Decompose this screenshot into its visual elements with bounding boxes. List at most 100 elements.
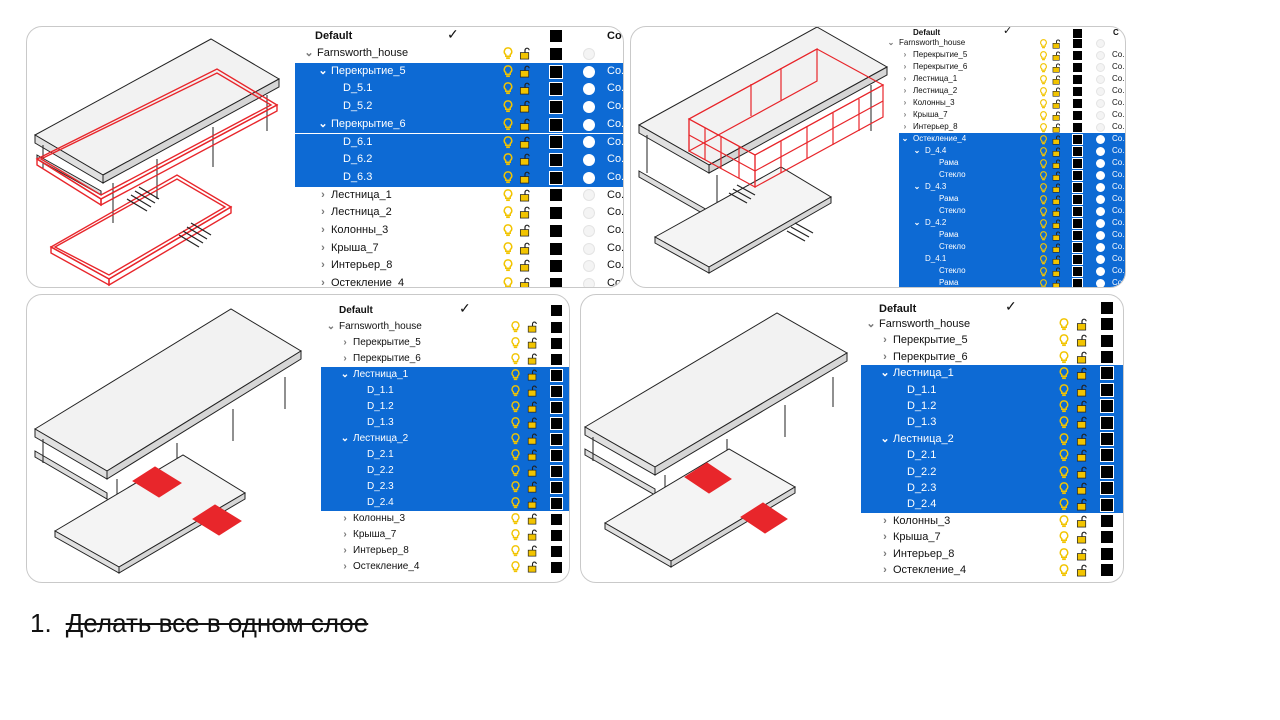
material-dot[interactable]: [1096, 278, 1105, 287]
material-dot[interactable]: [583, 118, 595, 131]
color-swatch[interactable]: [1101, 350, 1113, 363]
color-swatch[interactable]: [1072, 253, 1083, 265]
padlock-icon[interactable]: [519, 259, 531, 272]
lightbulb-icon[interactable]: [1039, 207, 1048, 217]
color-swatch[interactable]: [1072, 205, 1083, 217]
material-dot[interactable]: [583, 207, 595, 220]
color-swatch[interactable]: [1072, 193, 1083, 205]
lightbulb-icon[interactable]: [1058, 334, 1070, 347]
color-swatch[interactable]: [550, 47, 562, 60]
lightbulb-icon[interactable]: [502, 188, 514, 202]
lightbulb-icon[interactable]: [1058, 400, 1070, 413]
lightbulb-icon[interactable]: [510, 321, 521, 333]
padlock-icon[interactable]: [1052, 171, 1061, 181]
chevron-icon[interactable]: ›: [903, 86, 907, 95]
lightbulb-icon[interactable]: [1039, 171, 1048, 181]
padlock-icon[interactable]: [519, 171, 531, 184]
padlock-icon[interactable]: [519, 224, 531, 237]
color-swatch[interactable]: [1100, 464, 1114, 479]
layer-row[interactable]: D_2.4: [321, 495, 569, 511]
padlock-icon[interactable]: [1052, 135, 1061, 145]
padlock-icon[interactable]: [1076, 351, 1088, 364]
layer-row[interactable]: ›Крыша_7: [861, 529, 1123, 545]
layer-row[interactable]: D_2.2: [321, 463, 569, 479]
chevron-icon[interactable]: ⌄: [866, 318, 876, 330]
lightbulb-icon[interactable]: [510, 385, 521, 397]
chevron-icon[interactable]: ⌄: [880, 367, 890, 380]
color-swatch[interactable]: [550, 480, 563, 494]
material-dot[interactable]: [1096, 74, 1105, 84]
layer-row[interactable]: D_2.3: [321, 479, 569, 495]
padlock-icon[interactable]: [527, 545, 538, 557]
color-swatch[interactable]: [1072, 181, 1083, 193]
material-dot[interactable]: [1096, 242, 1105, 252]
material-dot[interactable]: [583, 224, 595, 237]
tree-root-row[interactable]: ⌄Farnsworth_house: [861, 316, 1123, 332]
lightbulb-icon[interactable]: [502, 241, 514, 255]
chevron-icon[interactable]: ⌄: [887, 38, 895, 47]
color-swatch[interactable]: [1072, 265, 1083, 277]
chevron-icon[interactable]: ⌄: [901, 134, 909, 143]
padlock-icon[interactable]: [1052, 195, 1061, 205]
chevron-icon[interactable]: ›: [321, 277, 325, 288]
padlock-icon[interactable]: [519, 82, 531, 95]
chevron-icon[interactable]: ›: [321, 259, 325, 272]
padlock-icon[interactable]: [527, 481, 538, 493]
color-swatch[interactable]: [549, 170, 563, 185]
color-swatch[interactable]: [551, 337, 562, 349]
color-swatch[interactable]: [1100, 366, 1114, 381]
lightbulb-icon[interactable]: [1039, 135, 1048, 145]
color-swatch[interactable]: [1073, 50, 1082, 60]
material-dot[interactable]: [1096, 50, 1105, 60]
layer-row[interactable]: ›Крыша_7: [321, 527, 569, 543]
padlock-icon[interactable]: [527, 449, 538, 461]
material-dot[interactable]: [583, 260, 595, 273]
padlock-icon[interactable]: [1052, 255, 1061, 265]
layer-row[interactable]: D_2.3: [861, 480, 1123, 497]
padlock-icon[interactable]: [1076, 318, 1088, 331]
color-swatch[interactable]: [1101, 514, 1113, 527]
color-swatch[interactable]: [1100, 382, 1114, 397]
material-dot[interactable]: [583, 154, 595, 167]
layer-row[interactable]: ⌄Лестница_1: [321, 367, 569, 383]
padlock-icon[interactable]: [1076, 466, 1088, 479]
lightbulb-icon[interactable]: [502, 135, 514, 149]
color-swatch[interactable]: [1101, 334, 1113, 347]
padlock-icon[interactable]: [1076, 433, 1088, 446]
lightbulb-icon[interactable]: [510, 513, 521, 525]
color-swatch[interactable]: [1073, 110, 1082, 120]
checkmark-icon[interactable]: ✓: [459, 300, 471, 316]
color-swatch[interactable]: [1072, 217, 1083, 229]
color-swatch[interactable]: [549, 64, 563, 79]
padlock-icon[interactable]: [1052, 159, 1061, 169]
model-view[interactable]: [581, 295, 871, 582]
layer-row[interactable]: ›Перекрытие_6: [861, 349, 1123, 365]
padlock-icon[interactable]: [1052, 39, 1061, 49]
layer-row[interactable]: ⌄Лестница_2: [321, 431, 569, 447]
chevron-icon[interactable]: ›: [343, 337, 347, 348]
color-swatch[interactable]: [1101, 547, 1113, 560]
lightbulb-icon[interactable]: [1039, 195, 1048, 205]
color-swatch[interactable]: [549, 99, 563, 114]
lightbulb-icon[interactable]: [502, 259, 514, 272]
color-swatch[interactable]: [550, 207, 562, 220]
tree-root-row[interactable]: ⌄Farnsworth_house: [295, 45, 623, 63]
color-swatch[interactable]: [550, 448, 563, 462]
padlock-icon[interactable]: [527, 497, 538, 509]
padlock-icon[interactable]: [1076, 400, 1088, 413]
material-dot[interactable]: [1096, 98, 1105, 108]
material-dot[interactable]: [1096, 194, 1105, 204]
chevron-icon[interactable]: ›: [883, 350, 887, 363]
color-swatch[interactable]: [1072, 145, 1083, 157]
chevron-icon[interactable]: ›: [883, 547, 887, 560]
layer-row[interactable]: ›Остекление_4: [321, 559, 569, 575]
color-swatch[interactable]: [551, 353, 562, 365]
lightbulb-icon[interactable]: [510, 337, 521, 349]
